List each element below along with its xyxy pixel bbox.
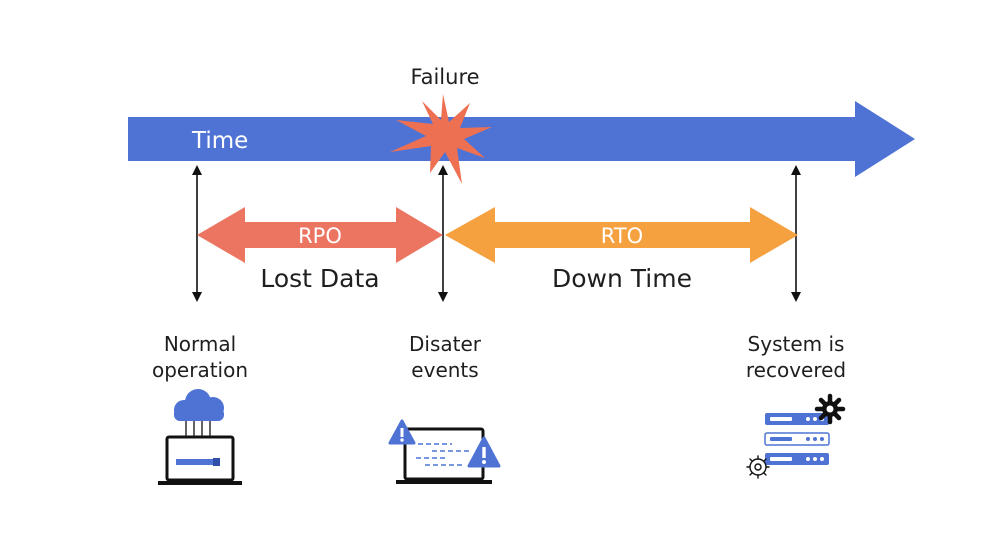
stage-disaster-line1: Disater [409, 332, 482, 356]
gear-icon-large [814, 393, 846, 425]
time-arrow: Time [128, 101, 915, 177]
marker-line-normal [192, 165, 202, 302]
stage-disaster-line2: events [411, 358, 478, 382]
alert-laptop-icon [388, 419, 501, 484]
cloud-icon [174, 389, 224, 421]
failure-label: Failure [410, 65, 479, 89]
stage-normal-line2: operation [152, 358, 248, 382]
marker-lines [192, 165, 801, 302]
rto-arrow: RTO Down Time [445, 207, 798, 293]
failure-marker: Failure [390, 65, 492, 184]
rpo-arrow-shape [197, 207, 443, 263]
rpo-arrow: RPO Lost Data [197, 207, 443, 293]
rto-arrow-shape [445, 207, 798, 263]
glitch-lines [416, 443, 470, 466]
rpo-label: RPO [298, 224, 342, 248]
cloud-laptop-icon [158, 389, 242, 485]
stage-recovered-label: System is recovered [746, 332, 846, 382]
warning-icon-left [388, 419, 416, 445]
stage-recovered-line1: System is [748, 332, 845, 356]
stage-disaster-label: Disater events [409, 332, 482, 382]
rto-label: RTO [601, 224, 643, 248]
server-rack-icon [764, 413, 830, 465]
stage-recovered-line2: recovered [746, 358, 846, 382]
failure-burst-icon [390, 94, 492, 184]
stage-normal-label: Normal operation [152, 332, 248, 382]
rpo-caption: Lost Data [260, 264, 379, 293]
rto-caption: Down Time [552, 264, 692, 293]
server-gear-icon [746, 393, 846, 479]
time-arrow-shape [128, 101, 915, 177]
marker-line-disaster [438, 165, 448, 302]
time-label: Time [191, 128, 248, 154]
gear-icon-small [746, 455, 770, 479]
warning-icon-right [467, 436, 501, 468]
laptop-icon [158, 435, 242, 485]
stage-normal-line1: Normal [164, 332, 236, 356]
